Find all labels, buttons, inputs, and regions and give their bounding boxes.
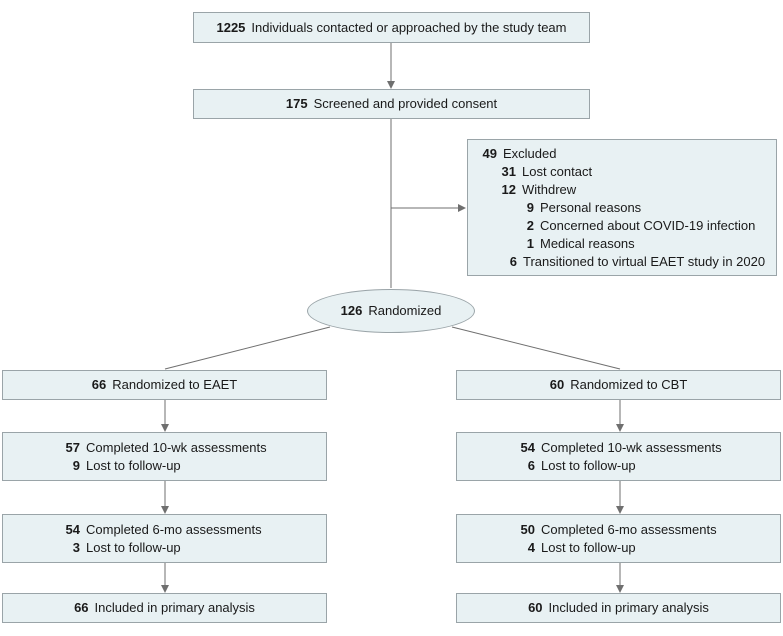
eaet-analysis-count: 66 — [74, 600, 89, 615]
lost-contact-count: 31 — [501, 164, 516, 179]
eaet-analysis-label: Included in primary analysis — [94, 600, 255, 615]
covid-label: Concerned about COVID-19 infection — [540, 218, 756, 233]
eaet-6mo-completed-count: 54 — [65, 522, 80, 537]
eaet-10wk-lost-label: Lost to follow-up — [86, 458, 181, 473]
screened-count: 175 — [285, 96, 308, 111]
cbt-10wk-box: 54 Completed 10-wk assessments 6 Lost to f… — [456, 432, 781, 481]
randomized-label: Randomized — [368, 303, 442, 318]
cbt-6mo-completed-label: Completed 6-mo assessments — [541, 522, 717, 537]
cbt-analysis-box: 60 Included in primary analysis — [456, 593, 781, 623]
personal-reasons-count: 9 — [526, 200, 534, 215]
randomized-count: 126 — [340, 303, 363, 318]
eaet-randomized-label: Randomized to EAET — [112, 377, 238, 392]
virtual-label: Transitioned to virtual EAET study in 20… — [523, 254, 766, 269]
covid-count: 2 — [526, 218, 534, 233]
cbt-10wk-lost-count: 6 — [527, 458, 535, 473]
contacted-count: 1225 — [216, 19, 246, 35]
eaet-6mo-box: 54 Completed 6-mo assessments 3 Lost to fo… — [2, 514, 327, 563]
cbt-10wk-completed-label: Completed 10-wk assessments — [541, 440, 722, 455]
eaet-10wk-lost-count: 9 — [72, 458, 80, 473]
eaet-randomized-count: 66 — [91, 377, 107, 392]
cbt-6mo-completed-count: 50 — [520, 522, 535, 537]
lost-contact-label: Lost contact — [522, 164, 593, 179]
eaet-6mo-completed-label: Completed 6-mo assessments — [86, 522, 262, 537]
withdrew-count: 12 — [501, 182, 516, 197]
cbt-randomized-count: 60 — [549, 377, 565, 392]
excluded-label: Excluded — [503, 146, 557, 161]
medical-reasons-label: Medical reasons — [540, 236, 635, 251]
eaet-analysis-box: 66 Included in primary analysis — [2, 593, 327, 623]
eaet-6mo-lost-label: Lost to follow-up — [86, 540, 181, 555]
eaet-randomized-box: 66 Randomized to EAET — [2, 370, 327, 400]
virtual-count: 6 — [509, 254, 517, 269]
contacted-label: Individuals contacted or approached by t… — [251, 19, 567, 35]
screened-box: 175 Screened and provided consent — [193, 89, 590, 119]
line-randomized-to-eaet — [164, 326, 331, 370]
screened-label: Screened and provided consent — [313, 96, 498, 111]
eaet-6mo-lost-count: 3 — [72, 540, 80, 555]
personal-reasons-label: Personal reasons — [540, 200, 642, 215]
cbt-6mo-lost-label: Lost to follow-up — [541, 540, 636, 555]
cbt-6mo-lost-count: 4 — [527, 540, 535, 555]
cbt-analysis-label: Included in primary analysis — [548, 600, 709, 615]
withdrew-label: Withdrew — [522, 182, 577, 197]
excluded-count: 49 — [482, 146, 497, 161]
cbt-randomized-box: 60 Randomized to CBT — [456, 370, 781, 400]
eaet-10wk-box: 57 Completed 10-wk assessments 9 Lost to f… — [2, 432, 327, 481]
eaet-10wk-completed-count: 57 — [65, 440, 80, 455]
cbt-randomized-label: Randomized to CBT — [570, 377, 688, 392]
randomized-ellipse: 126 Randomized — [307, 289, 475, 333]
eaet-10wk-completed-label: Completed 10-wk assessments — [86, 440, 267, 455]
cbt-10wk-lost-label: Lost to follow-up — [541, 458, 636, 473]
medical-reasons-count: 1 — [526, 236, 534, 251]
cbt-10wk-completed-count: 54 — [520, 440, 535, 455]
line-randomized-to-cbt — [451, 326, 621, 370]
cbt-6mo-box: 50 Completed 6-mo assessments 4 Lost to fo… — [456, 514, 781, 563]
cbt-analysis-count: 60 — [528, 600, 543, 615]
contacted-box: 1225 Individuals contacted or approached … — [193, 12, 590, 43]
